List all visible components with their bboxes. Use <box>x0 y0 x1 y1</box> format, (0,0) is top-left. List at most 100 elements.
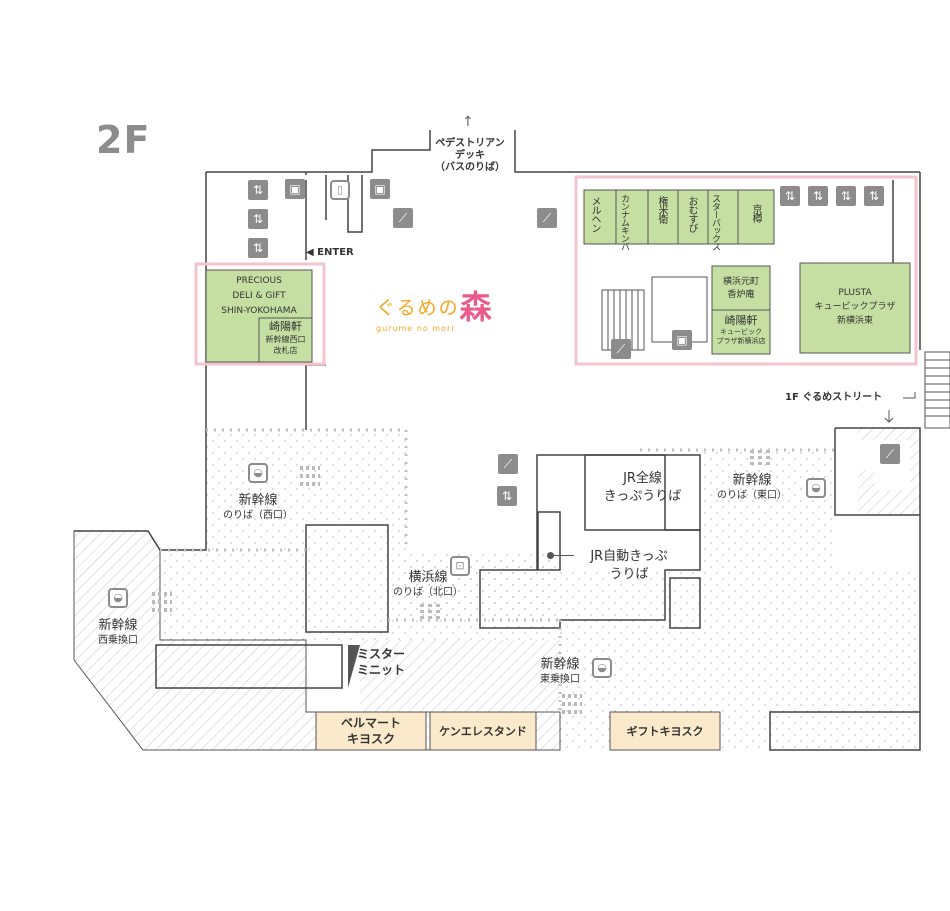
kiyoken-east-name: 崎陽軒 <box>724 314 758 327</box>
precious-label: PRECIOUS DELI & GIFT SHIN-YOKOHAMA <box>206 274 312 319</box>
shop-kiyoken-west[interactable] <box>258 317 313 363</box>
escalator-icon: ⟋ <box>537 208 557 228</box>
bellmart-line1: ベルマート <box>340 716 401 730</box>
restroom-icon: ▣ <box>285 179 305 199</box>
shinkansen-west-name: 新幹線 <box>238 493 278 508</box>
dotted-walkways <box>160 428 835 712</box>
down-arrow <box>884 410 894 423</box>
escalator-icon: ⟋ <box>393 208 413 228</box>
mister-minit-label: ミスター ミニット <box>357 646 405 678</box>
shinkansen-west-label: 新幹線 のりば（西口） <box>218 493 298 522</box>
logo-romaji: gurume no mori <box>376 324 455 333</box>
gurume-zone-east <box>574 175 918 366</box>
shinkansen-icon: ◒ <box>592 658 612 678</box>
elevator-icon: ⇅ <box>248 209 268 229</box>
kiyoken-east-sub1: キュービック <box>720 328 762 336</box>
small-box <box>537 511 561 571</box>
jr-ticket-box <box>584 454 701 531</box>
shop-bellmart[interactable] <box>315 711 427 751</box>
shinkansen-west-sub: のりば（西口） <box>223 510 293 521</box>
elevator-icon: ⇅ <box>864 186 884 206</box>
west-box <box>305 524 389 633</box>
shinkansen-icon: ◒ <box>248 463 268 483</box>
gurume-street-label[interactable]: 1F ぐるめストリート <box>785 392 883 403</box>
east-stairs <box>924 351 950 429</box>
gurume-no-mori-logo: ぐるめの森 gurume no mori <box>376 282 492 333</box>
plusta-line3: 新横浜東 <box>836 316 873 326</box>
gonmai-label: 権米衛 <box>656 196 667 223</box>
kyotaru-label: 京樽 <box>750 204 761 222</box>
east-block <box>834 428 920 516</box>
kiyoken-west-sub1: 新幹線西口 <box>265 335 306 344</box>
escalator-icon: ⟋ <box>880 444 900 464</box>
shinkansen-east-transfer-label: 新幹線 東乗換口 <box>524 657 596 686</box>
jr-auto-line1: JR自動きっぷ <box>590 549 668 564</box>
jr-ticket-label: JR全線 きっぷうりば <box>585 470 700 506</box>
mister-minit-line1: ミスター <box>357 647 406 661</box>
yokohama-line-label: 横浜線 のりば（北口） <box>388 570 468 599</box>
right-box <box>669 577 701 629</box>
shop-kyotaru[interactable] <box>737 189 775 245</box>
gurume-street-arrow <box>903 392 916 399</box>
enter-label[interactable]: ◀ ENTER <box>306 247 354 258</box>
restroom-icon: ▣ <box>370 179 390 199</box>
jr-auto-dot <box>547 552 554 559</box>
deck-line2: デッキ <box>455 150 485 161</box>
gift-kiosk-label: ギフトキヨスク <box>626 725 704 738</box>
hatched-area-east <box>858 428 920 515</box>
shop-kouroan[interactable] <box>711 265 771 311</box>
shop-gift-kiosk[interactable] <box>609 711 721 751</box>
jr-auto-label: JR自動きっぷ うりば <box>574 548 684 584</box>
jr-ticket-line2: きっぷうりば <box>603 489 682 504</box>
precious-line2: DELI & GIFT <box>232 291 286 301</box>
kiyoken-east-label: 崎陽軒 キュービック プラザ新横浜店 <box>712 314 770 346</box>
kiyoken-west-name: 崎陽軒 <box>269 320 302 333</box>
mister-minit-marker <box>348 645 360 688</box>
elevator-icon: ⇅ <box>248 180 268 200</box>
inner-walls-north <box>305 175 363 260</box>
elevator-icon: ⇅ <box>780 186 800 206</box>
train-icon: ⊡ <box>450 556 470 576</box>
pedestrian-deck-label: ペデストリアン デッキ （バスのりば） <box>428 138 512 174</box>
shop-plusta[interactable] <box>799 262 911 354</box>
top-arrow: ↑ <box>462 114 474 130</box>
shinkansen-east-name: 新幹線 <box>732 473 772 488</box>
kouroan-line2: 香炉庵 <box>727 290 755 300</box>
kiyoken-west-label: 崎陽軒 新幹線西口 改札店 <box>259 320 312 356</box>
kiyoken-east-sub2: プラザ新横浜店 <box>716 337 766 345</box>
shinkansen-icon: ◒ <box>806 478 826 498</box>
kanmura-label: カンナムキンバ <box>619 194 629 250</box>
kenel-label: ケンエレスタンド <box>439 725 527 738</box>
jr-ticket-line1: JR全線 <box>623 471 662 486</box>
logo-text: ぐるめの <box>376 297 460 319</box>
kiyoken-west-sub2: 改札店 <box>273 346 298 355</box>
plusta-label: PLUSTA キュービックプラザ 新横浜東 <box>800 286 910 328</box>
escalator-icon: ⟋ <box>498 454 518 474</box>
escalator-icon: ⟋ <box>611 339 631 359</box>
yokohama-line-sub: のりば（北口） <box>393 587 463 598</box>
elevator-icon: ⇅ <box>836 186 856 206</box>
shop-omusubi[interactable] <box>677 189 709 245</box>
precious-line3: SHIN-YOKOHAMA <box>221 306 297 316</box>
elevator-icon: ⇅ <box>248 238 268 258</box>
shinkansen-east-transfer-sub: 東乗換口 <box>540 674 580 685</box>
precious-line1: PRECIOUS <box>236 276 282 286</box>
shop-kiyoken-east[interactable] <box>711 309 771 355</box>
shop-kenel[interactable] <box>429 711 537 751</box>
shinkansen-icon: ◒ <box>108 588 128 608</box>
deck-line1: ペデストリアン <box>435 138 505 149</box>
meruhen-label: メルヘン <box>589 196 600 232</box>
shop-gonmai[interactable] <box>647 189 679 245</box>
east-lower-wall <box>769 427 921 751</box>
restroom-icon: ▣ <box>672 330 692 350</box>
jr-auto-line2: うりば <box>609 567 649 582</box>
shinkansen-west-transfer-sub: 西乗換口 <box>98 635 138 646</box>
ticket-gates <box>152 450 770 714</box>
shinkansen-east-sub: のりば（東口） <box>717 490 787 501</box>
shop-starbucks[interactable] <box>707 189 739 245</box>
yokohama-line-name: 横浜線 <box>408 570 448 585</box>
mister-minit-line2: ミニット <box>357 663 406 677</box>
outer-wall-north <box>206 130 431 175</box>
logo-kanji: 森 <box>459 288 492 326</box>
